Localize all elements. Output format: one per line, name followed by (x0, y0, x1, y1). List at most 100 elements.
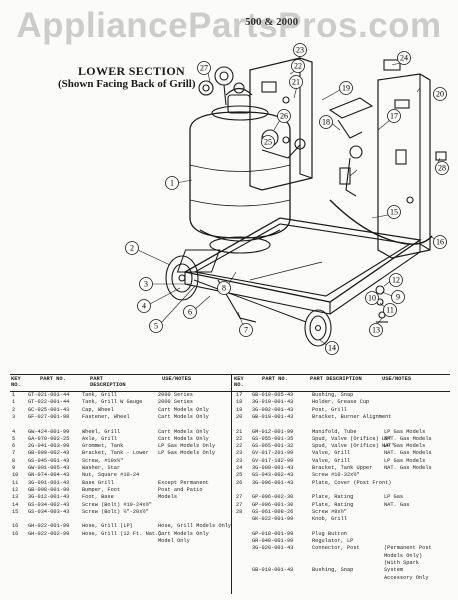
key-cell: 5 (12, 435, 16, 442)
part-number-cell: GB-010-005-43 (252, 392, 294, 398)
use-notes-cell: 2000 Series (158, 392, 193, 398)
part-number-cell: GC-025-001-43 (28, 406, 70, 413)
key-cell: 16 (12, 530, 19, 537)
callout-14: 14 (325, 341, 339, 355)
part-number-cell: GV-017-192-99 (252, 457, 294, 464)
callout-label: 17 (390, 112, 398, 121)
key-cell: 21 (236, 428, 243, 435)
use-notes-cell: Accessory Only (384, 574, 429, 581)
key-cell: 25 (236, 472, 243, 479)
description-cell: Manifold, Tube (312, 428, 357, 435)
grill-post (249, 57, 313, 191)
use-notes-cell: LP Gas Models (384, 457, 426, 464)
use-notes-cell: Models Only) (384, 552, 423, 559)
callout-12: 12 (389, 273, 403, 287)
header-use-left: USE/NOTES (162, 376, 192, 382)
key-cell: 23 (236, 450, 243, 457)
description-cell: Plate, Rating (312, 494, 354, 501)
description-cell: Valve, Grill (312, 457, 351, 464)
callout-13: 13 (369, 323, 383, 337)
callout-label: 15 (390, 208, 398, 217)
callout-label: 25 (264, 138, 272, 147)
part-number-cell: GK-022-001-99 (252, 516, 294, 523)
description-cell: Washer, Star (82, 465, 121, 471)
description-cell: Plate, Cover (Post Front) (312, 479, 392, 486)
callout-label: 16 (436, 238, 444, 247)
description-cell: Hose, Grill (LP) (82, 523, 133, 530)
key-cell: 20 (236, 413, 243, 420)
right-post (377, 73, 431, 259)
key-cell: 10 (12, 472, 19, 479)
callout-label: 1 (170, 179, 174, 188)
key-cell: 28 (236, 508, 243, 515)
callout-label: 9 (396, 293, 400, 302)
lp-tank (189, 82, 291, 254)
description-cell: Tank, Grill (82, 392, 117, 398)
part-number-cell: GN-074-004-43 (28, 472, 70, 479)
part-number-cell: GT-021-001-44 (28, 392, 70, 398)
callout-26: 26 (277, 109, 291, 123)
callout-1: 1 (165, 176, 179, 190)
callout-label: 7 (244, 326, 248, 335)
description-cell: Regulator, LP (312, 538, 354, 544)
base-tray (176, 217, 422, 315)
key-cell: 6 (12, 443, 16, 450)
callout-11: 11 (383, 303, 397, 317)
use-notes-cell: Models (158, 494, 178, 501)
part-number-cell: 3G-020-001-43 (252, 545, 294, 552)
part-number-cell: GB-009-002-43 (28, 450, 70, 457)
description-cell: Spud, Valve (Orifice) NAT* (312, 443, 395, 450)
callout-15: 15 (387, 205, 401, 219)
description-cell: Connector, Post (312, 545, 360, 552)
callout-label: 12 (392, 276, 400, 285)
description-cell: Bracket, Tank Upper (312, 465, 373, 471)
key-cell: 17 (236, 392, 243, 398)
part-number-cell: GP-018-001-99 (252, 530, 294, 537)
description-cell: Plug Button (312, 530, 347, 537)
description-cell: Valve, Grill (312, 450, 351, 457)
key-cell: 15 (12, 508, 19, 515)
callout-label: 2 (130, 244, 134, 253)
key-cell: 22 (236, 435, 243, 442)
key-cell: 8 (12, 457, 16, 464)
use-notes-cell: Cart Models Only (158, 406, 209, 413)
key-cell: 11 (12, 479, 19, 486)
description-cell: Grommet, Tank (82, 443, 124, 450)
callout-label: 23 (296, 46, 304, 55)
description-cell: Tank, Grill W Gauge (82, 399, 143, 406)
callout-label: 4 (142, 302, 146, 311)
description-cell: Knob, Grill (312, 516, 347, 523)
description-cell: Axle, Grill (82, 435, 117, 442)
part-number-cell: GW-001-005-43 (28, 465, 70, 471)
key-cell: 16 (12, 523, 19, 530)
callout-9: 9 (391, 290, 405, 304)
part-number-cell: GT-022-001-44 (28, 399, 70, 406)
part-number-cell: GS-034-002-43 (28, 501, 70, 508)
key-cell: 7 (12, 450, 16, 457)
use-notes-cell: Cart Models Only (158, 530, 209, 537)
callout-6: 6 (183, 305, 197, 319)
table-header: KEY NO. PART NO. PART DESCRIPTION USE/NO… (10, 374, 450, 392)
key-cell: 14 (12, 501, 19, 508)
callout-label: 11 (386, 306, 394, 315)
key-cell: 24 (236, 465, 243, 471)
key-cell: 9 (12, 465, 16, 471)
callout-label: 20 (436, 90, 444, 99)
description-cell: Post, Grill (312, 406, 347, 413)
description-cell: Bumper, Foot (82, 486, 121, 493)
model-label: 500 & 2000 (245, 16, 299, 28)
description-cell: Bracket, Tank - Lower (82, 450, 149, 457)
callout-label: 24 (400, 54, 408, 63)
callout-23: 23 (293, 43, 307, 57)
header-use-right: USE/NOTES (382, 376, 412, 382)
callout-label: 14 (328, 344, 336, 353)
key-cell: 1 (12, 392, 16, 398)
header-part-right: PART NO. (262, 376, 288, 382)
callout-8: 8 (217, 281, 231, 295)
use-notes-cell: Model Only (158, 538, 190, 544)
header-desc-right: PART DESCRIPTION (310, 376, 362, 382)
section-subtitle: (Shown Facing Back of Grill) (58, 78, 196, 90)
callout-label: 8 (222, 284, 226, 293)
callout-label: 26 (280, 112, 288, 121)
